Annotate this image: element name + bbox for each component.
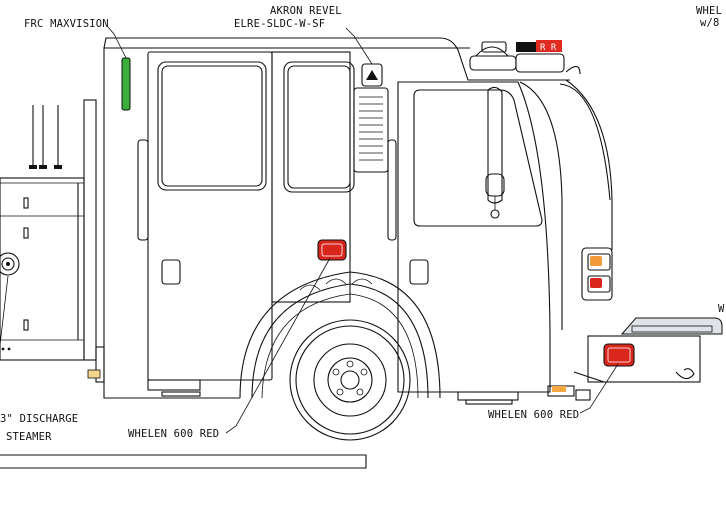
cab-body [103, 37, 613, 399]
rear-body [0, 99, 105, 383]
label-akron-line2: ELRE-SLDC-W-SF [234, 18, 325, 30]
wheel-well [239, 271, 441, 399]
warning-light-front [603, 343, 635, 367]
label-akron-line1: AKRON REVEL [270, 5, 342, 17]
tow-hook-icon [675, 368, 695, 380]
label-frc-maxvision: FRC MAXVISION [24, 18, 109, 30]
label-top-right-1: WHEL [696, 5, 722, 17]
antenna-group [29, 105, 62, 169]
label-top-right-2: w/8 [700, 17, 720, 29]
akron-revel-unit [361, 63, 383, 87]
lightbar: R R [469, 40, 581, 75]
label-steamer: STEAMER [6, 431, 52, 443]
label-right-edge: W [718, 303, 725, 315]
rear-crew-door [137, 51, 273, 397]
mid-crew-door [271, 51, 397, 303]
lightbar-label: R R [540, 43, 557, 53]
steamer-connection [0, 252, 20, 276]
leader-lines [107, 26, 619, 434]
door-handle-icon [161, 259, 181, 285]
label-discharge: 3" DISCHARGE [0, 413, 78, 425]
scene-light-frc [121, 57, 131, 111]
louver-slats [359, 96, 383, 161]
front-wheel [289, 319, 411, 441]
warning-light-mid [317, 239, 347, 261]
front-end [547, 83, 723, 401]
label-whelen-right: WHELEN 600 RED [488, 409, 579, 421]
label-whelen-left: WHELEN 600 RED [128, 428, 219, 440]
front-cab-door [397, 81, 551, 405]
mirror-icon [485, 86, 505, 219]
door-handle-icon [409, 259, 429, 285]
ground-line [0, 454, 367, 469]
